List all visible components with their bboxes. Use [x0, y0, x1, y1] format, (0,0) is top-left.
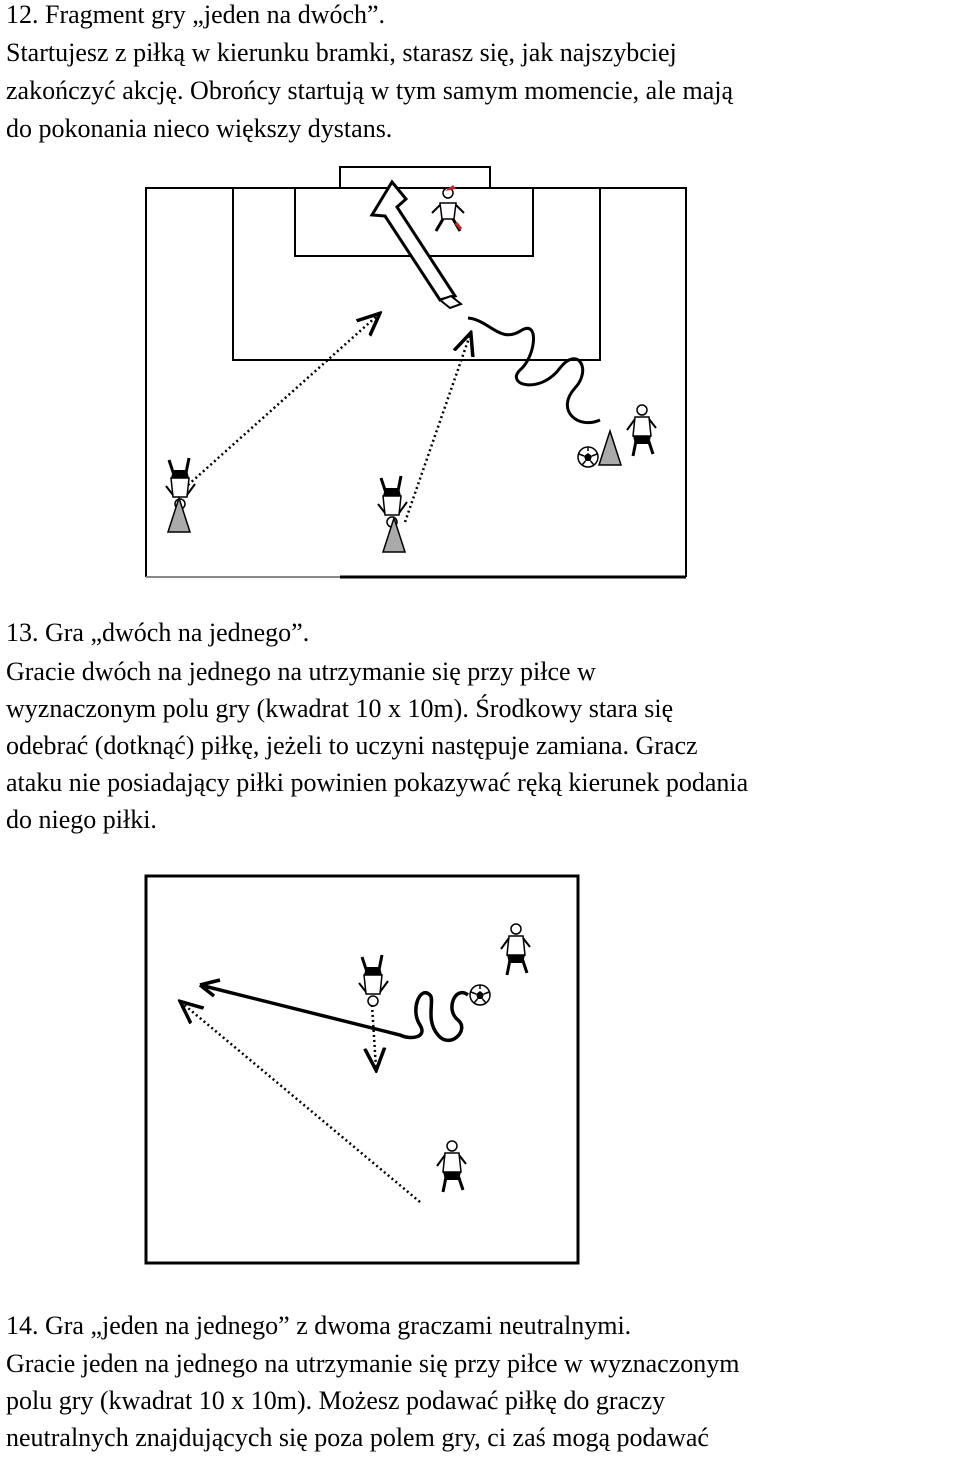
- ball-icon: [578, 447, 598, 467]
- shot-arrow: [372, 182, 461, 308]
- player-figure: [437, 1141, 466, 1192]
- text-line: odebrać (dotknąć) piłkę, jeżeli to uczyn…: [6, 731, 956, 768]
- text-line: Gracie jeden na jednego na utrzymanie si…: [6, 1349, 956, 1386]
- cone-icon: [599, 431, 621, 465]
- dribble-arrow: [468, 318, 600, 423]
- text-line: wyznaczonym polu gry (kwadrat 10 x 10m).…: [6, 694, 956, 731]
- playing-square: [146, 876, 578, 1263]
- text-line: do niego piłki.: [6, 805, 956, 842]
- goalkeeper-figure: [432, 185, 464, 231]
- section-14-title: 14. Gra „jeden na jednego” z dwoma gracz…: [6, 1311, 631, 1341]
- section-13-text: Gracie dwóch na jednego na utrzymanie si…: [6, 657, 956, 842]
- ball-icon: [470, 985, 490, 1005]
- player-figure: [378, 476, 407, 527]
- pass-arrow: [405, 335, 470, 522]
- text-line: neutralnych znajdujących się poza polem …: [6, 1423, 956, 1460]
- pass-arrow: [372, 1005, 376, 1068]
- diagram-2v1-possession: [0, 860, 960, 1280]
- goal: [340, 167, 490, 188]
- section-13-title: 13. Gra „dwóch na jednego”.: [6, 618, 309, 648]
- text-line: ataku nie posiadający piłki powinien pok…: [6, 768, 956, 805]
- cone-icon: [383, 518, 405, 552]
- player-figure: [501, 924, 530, 975]
- pass-arrow: [188, 315, 378, 485]
- player-figure: [359, 955, 388, 1006]
- text-line: Gracie dwóch na jednego na utrzymanie si…: [6, 657, 956, 694]
- section-14-text: Gracie jeden na jednego na utrzymanie si…: [6, 1349, 956, 1460]
- diagram-1v2-attack: [0, 0, 960, 600]
- text-line: polu gry (kwadrat 10 x 10m). Możesz poda…: [6, 1386, 956, 1423]
- penalty-area: [233, 188, 600, 360]
- dribble-arrow: [200, 985, 468, 1040]
- cone-icon: [168, 498, 190, 532]
- player-figure: [627, 405, 656, 456]
